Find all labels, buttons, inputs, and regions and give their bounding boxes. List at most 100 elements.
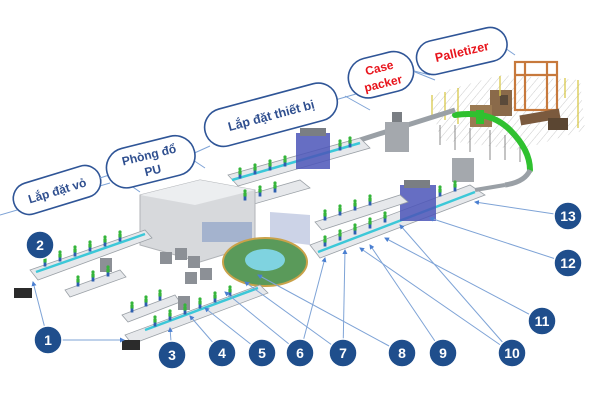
callout-9: 9 <box>428 338 458 368</box>
carousel-center <box>245 249 285 271</box>
worker-figure <box>273 181 277 193</box>
callout-number: 8 <box>398 345 406 361</box>
leader-line <box>399 224 513 354</box>
callout-circle <box>207 338 237 368</box>
callout-circle <box>157 340 187 370</box>
worker-figure <box>118 230 122 242</box>
leader-line <box>429 216 569 264</box>
worker-figure <box>268 159 272 171</box>
test-chamber <box>296 133 330 169</box>
station-box <box>178 296 190 310</box>
leader-line <box>474 200 569 217</box>
worker-figure <box>238 167 242 179</box>
worker-figure <box>283 155 287 167</box>
callout-circle <box>285 338 315 368</box>
room-window <box>202 222 252 242</box>
callout-3: 3 <box>157 340 187 370</box>
sub-line-frame <box>314 194 409 231</box>
callout-11: 11 <box>527 306 557 336</box>
stage-bubble-lap-dat-thiet-bi: Lắp đặt thiết bị <box>203 82 371 148</box>
worker-figure <box>368 217 372 229</box>
callout-number: 3 <box>168 347 176 363</box>
cyan-conveyor <box>144 286 259 332</box>
chamber-top <box>404 180 430 188</box>
room-top <box>140 180 255 205</box>
bubble-outline <box>105 134 196 189</box>
fence-posts <box>431 76 579 128</box>
leader-line <box>359 247 513 354</box>
worker-figure <box>348 136 352 148</box>
bubble-label-line-2: PU <box>143 162 163 180</box>
stage-bubble-phong-do-pu: Phòng đổ PU <box>99 134 211 193</box>
worker-figure <box>453 180 457 192</box>
packing-machine <box>452 158 474 182</box>
shell-assembly-line-bottom <box>121 284 269 350</box>
shell-assembly-line-top <box>14 229 153 298</box>
bubble-connector-line <box>344 95 371 111</box>
callout-number: 5 <box>258 345 266 361</box>
worker-figure <box>144 295 148 307</box>
lower-assembly-line <box>309 158 506 259</box>
worker-figure <box>323 209 327 221</box>
worker-figure <box>91 270 95 282</box>
callout-number: 12 <box>560 255 576 271</box>
callout-circle <box>553 248 583 278</box>
worker-figure <box>103 235 107 247</box>
callout-4: 4 <box>207 338 237 368</box>
leader-line <box>244 281 344 354</box>
callout-number: 10 <box>504 345 520 361</box>
worker-figure <box>253 163 257 175</box>
callout-circle <box>428 338 458 368</box>
pallet-output <box>548 118 568 130</box>
pallet-detail <box>500 95 508 105</box>
pallet-conveyor <box>519 108 561 126</box>
worker-figure <box>338 139 342 151</box>
stage-bubble-case-packer: Case packer <box>347 50 436 99</box>
bubble-outline <box>12 164 102 216</box>
callout-circle <box>25 230 55 260</box>
callout-7: 7 <box>328 338 358 368</box>
stage-bubble-palletizer: Palletizer <box>415 26 516 76</box>
leader-line <box>342 249 348 354</box>
cyan-conveyor <box>35 232 146 274</box>
leader-line <box>257 274 403 354</box>
callout-circle <box>33 325 63 355</box>
worker-figure <box>153 315 157 327</box>
station-box <box>100 258 112 272</box>
worker-figure <box>88 240 92 252</box>
callout-5: 5 <box>247 338 277 368</box>
callout-number: 7 <box>339 345 347 361</box>
leader-line <box>224 291 301 354</box>
callout-number: 1 <box>44 332 52 348</box>
bubble-outline <box>415 26 508 76</box>
callout-number: 2 <box>36 237 44 253</box>
worker-figure <box>338 204 342 216</box>
callout-circle <box>553 201 583 231</box>
pallet-input <box>14 288 32 298</box>
worker-figure <box>106 265 110 277</box>
worker-figure <box>58 250 62 262</box>
callout-number: 4 <box>218 345 226 361</box>
worker-figure <box>130 301 134 313</box>
case-erector <box>385 122 409 152</box>
callout-number: 9 <box>439 345 447 361</box>
callout-number: 11 <box>535 313 550 329</box>
chamber-top <box>300 128 326 136</box>
foaming-carousel <box>222 237 308 287</box>
workers <box>43 136 457 327</box>
worker-figure <box>243 189 247 201</box>
callout-2: 2 <box>25 230 55 260</box>
worker-figure <box>183 303 187 315</box>
callout-6: 6 <box>285 338 315 368</box>
worker-figure <box>213 291 217 303</box>
callout-10: 10 <box>497 338 527 368</box>
callout-12: 12 <box>553 248 583 278</box>
bubble-connector-line <box>414 71 436 81</box>
upper-conveyor <box>359 107 456 152</box>
callout-number: 13 <box>560 208 576 224</box>
machine-top <box>392 112 402 122</box>
sub-line-frame <box>64 269 127 298</box>
worker-figure <box>228 285 232 297</box>
